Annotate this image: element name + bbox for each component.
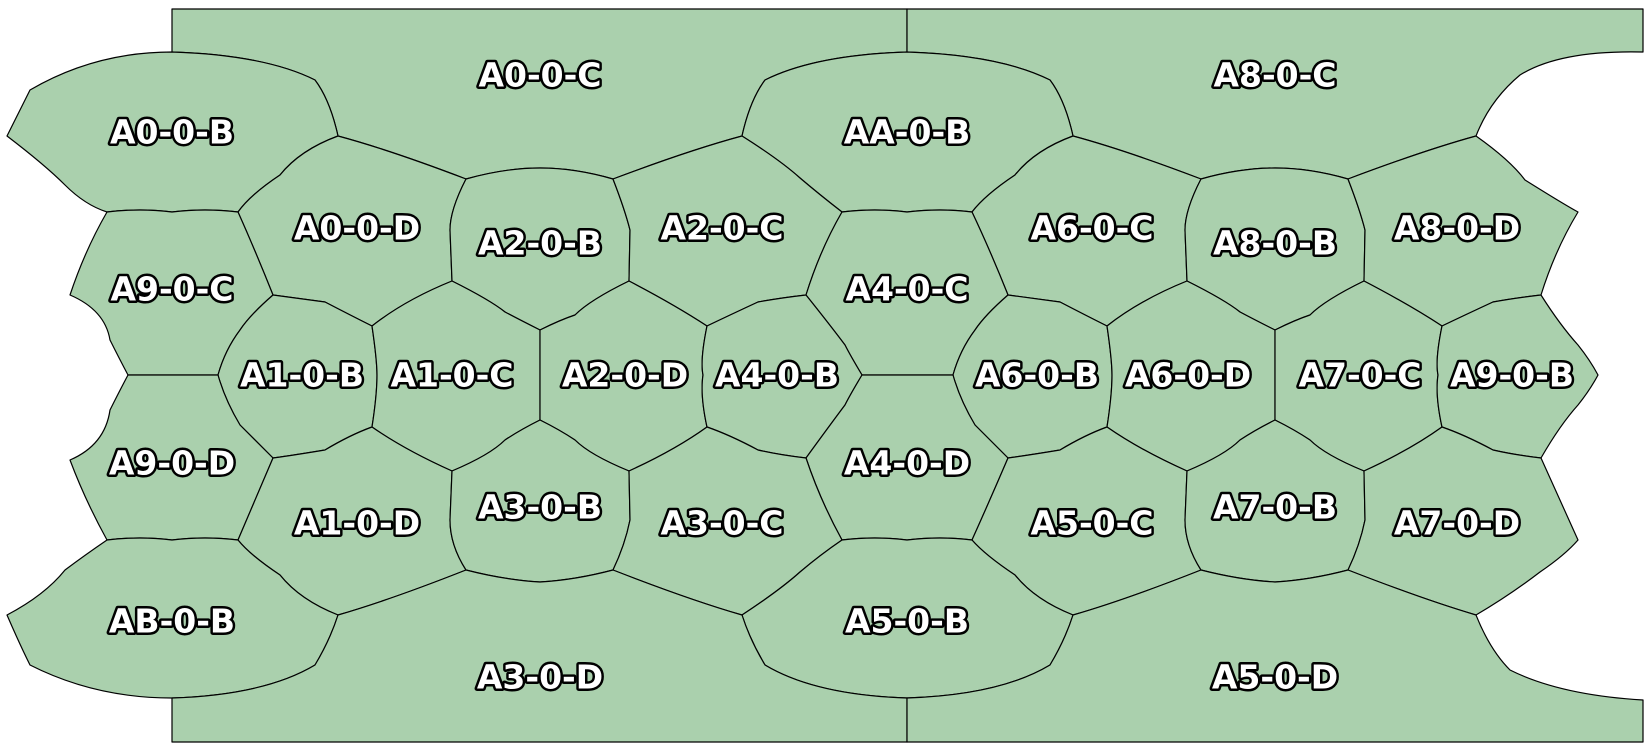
cell-label-a1-0-d: A1-0-D [294, 504, 420, 543]
cell-label-a4-0-d: A4-0-D [844, 444, 970, 483]
cell-label-a2-0-d: A2-0-D [562, 356, 688, 395]
cell-label-a8-0-c: A8-0-C [1213, 56, 1336, 95]
cell-a5-0-d [906, 569, 1644, 743]
cell-label-a5-0-c: A5-0-C [1030, 504, 1153, 543]
cell-label-a9-0-d: A9-0-D [109, 444, 235, 483]
cell-a3-0-d [171, 569, 908, 743]
cell-label-a9-0-c: A9-0-C [110, 270, 233, 309]
cell-label-a5-0-d: A5-0-D [1212, 658, 1338, 697]
cell-labels: A0-0-C A8-0-C A0-0-B AA-0-B A0-0-D A2-0-B A2-0… [106, 53, 1576, 699]
cell-label-a6-0-d: A6-0-D [1125, 356, 1251, 395]
cell-label-a6-0-c: A6-0-C [1030, 209, 1153, 248]
cell-label-a9-0-b: A9-0-B [1450, 356, 1574, 395]
cell-label-a4-0-c: A4-0-C [845, 270, 968, 309]
cell-label-a7-0-d: A7-0-D [1394, 504, 1520, 543]
cell-label-a7-0-c: A7-0-C [1298, 356, 1421, 395]
cell-label-a5-0-b: A5-0-B [845, 602, 969, 641]
cell-label-a3-0-b: A3-0-B [478, 488, 602, 527]
cell-label-a4-0-b: A4-0-B [715, 356, 839, 395]
cell-a9-0-b [1436, 294, 1599, 459]
cell-label-a7-0-b: A7-0-B [1213, 488, 1337, 527]
cell-label-a8-0-b: A8-0-B [1213, 224, 1337, 263]
cell-label-a1-0-c: A1-0-C [390, 356, 513, 395]
cell-label-aa-0-b: AA-0-B [844, 113, 971, 152]
cell-label-a1-0-b: A1-0-B [240, 356, 364, 395]
cell-label-a6-0-b: A6-0-B [975, 356, 1099, 395]
cell-label-a0-0-b: A0-0-B [110, 113, 234, 152]
cell-label-a2-0-b: A2-0-B [478, 224, 602, 263]
cell-label-a3-0-c: A3-0-C [660, 504, 783, 543]
cell-label-ab-0-b: AB-0-B [109, 602, 235, 641]
cell-label-a3-0-d: A3-0-D [477, 658, 603, 697]
cell-label-a2-0-c: A2-0-C [660, 209, 783, 248]
cell-label-a8-0-d: A8-0-D [1394, 209, 1520, 248]
cell-polygons [6, 8, 1644, 743]
cell-label-a0-0-c: A0-0-C [478, 56, 601, 95]
cell-label-a0-0-d: A0-0-D [294, 209, 420, 248]
